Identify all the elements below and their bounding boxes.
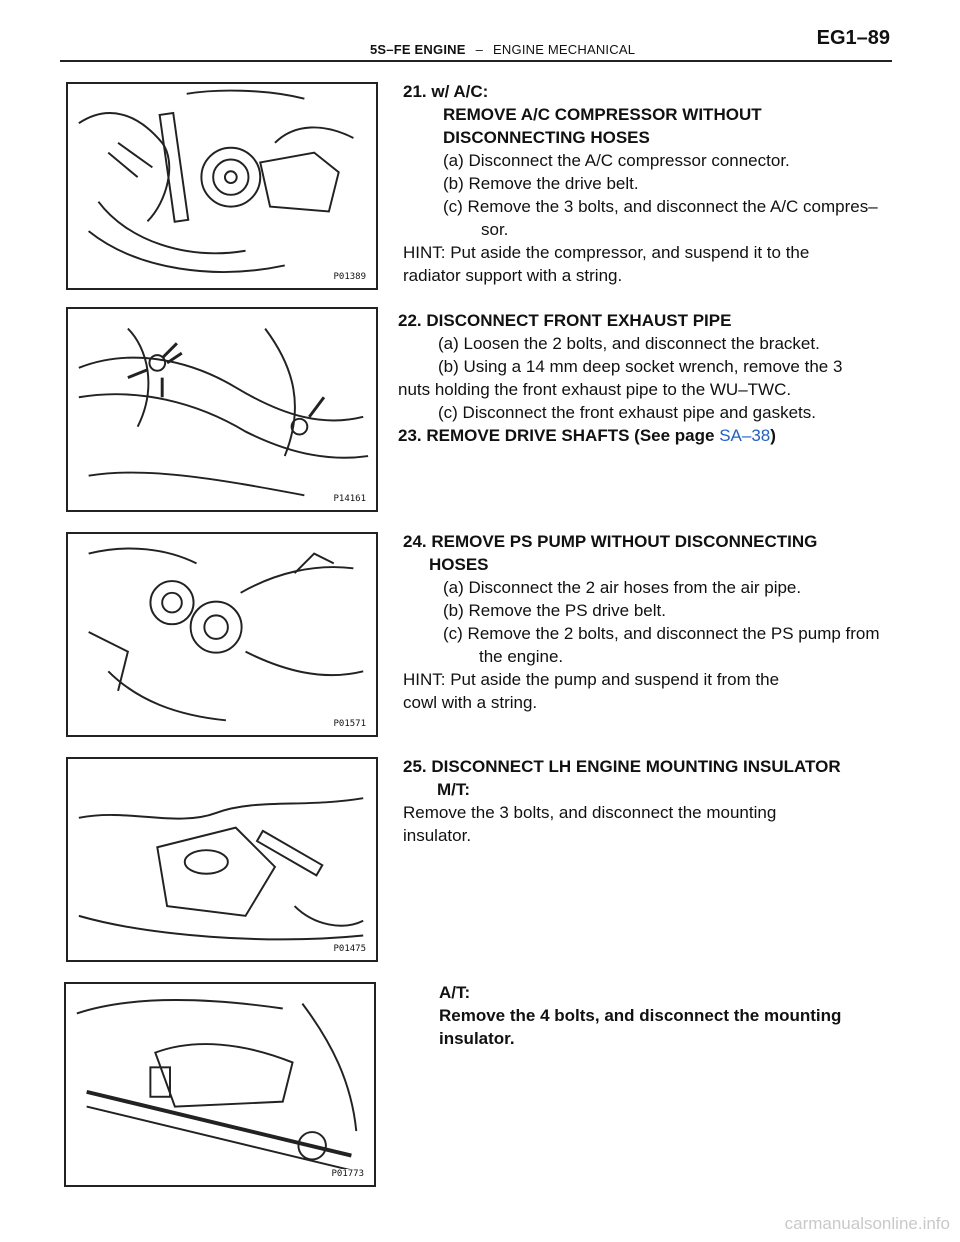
figure-code: P01475 — [331, 944, 368, 954]
figure-mounting-insulator-at: P01773 — [64, 982, 376, 1187]
figure-ps-pump: P01571 — [66, 532, 378, 737]
step-21-c-cont: sor. — [481, 220, 509, 239]
step-23-close: ) — [770, 426, 776, 445]
step-21-b: (b) Remove the drive belt. — [443, 174, 639, 193]
header-section: 5S–FE ENGINE — [370, 42, 466, 57]
step-24-b: (b) Remove the PS drive belt. — [443, 601, 666, 620]
figure-code: P01773 — [329, 1169, 366, 1179]
step-24-title: 24. REMOVE PS PUMP WITHOUT DISCONNECTING — [403, 532, 818, 551]
step-25-mt-label: M/T: — [437, 780, 471, 799]
step-21-hint-cont: radiator support with a string. — [403, 266, 623, 285]
step-22: 22. DISCONNECT FRONT EXHAUST PIPE (a) Lo… — [398, 309, 842, 447]
step-25-title: 25. DISCONNECT LH ENGINE MOUNTING INSULA… — [403, 757, 841, 776]
figure-exhaust-pipe: P14161 — [66, 307, 378, 512]
step-21-c: (c) Remove the 3 bolts, and disconnect t… — [443, 197, 878, 216]
step-22-a: (a) Loosen the 2 bolts, and disconnect t… — [438, 334, 820, 353]
figure-ac-compressor: P01389 — [66, 82, 378, 290]
header-separator: – — [475, 42, 484, 57]
step-25-at-text-cont: insulator. — [439, 1029, 515, 1048]
step-21-title: 21. w/ A/C: — [403, 82, 489, 101]
step-25-at-text: Remove the 4 bolts, and disconnect the m… — [439, 1006, 842, 1025]
step-25: 25. DISCONNECT LH ENGINE MOUNTING INSULA… — [403, 755, 841, 847]
step-25-at-label: A/T: — [439, 983, 471, 1002]
header-subsection: ENGINE MECHANICAL — [493, 42, 636, 57]
step-21-subtitle-2: DISCONNECTING HOSES — [443, 128, 650, 147]
step-24-title-cont: HOSES — [429, 555, 489, 574]
step-24-hint-cont: cowl with a string. — [403, 693, 538, 712]
page-link-sa38[interactable]: SA–38 — [719, 426, 771, 445]
running-header: 5S–FE ENGINE–ENGINE MECHANICAL — [370, 42, 635, 57]
step-25-mt-text: Remove the 3 bolts, and disconnect the m… — [403, 803, 777, 822]
step-22-c: (c) Disconnect the front exhaust pipe an… — [438, 403, 816, 422]
step-24-a: (a) Disconnect the 2 air hoses from the … — [443, 578, 802, 597]
step-21: 21. w/ A/C: REMOVE A/C COMPRESSOR WITHOU… — [403, 80, 878, 287]
step-24-c-cont: the engine. — [479, 647, 564, 666]
watermark: carmanualsonline.info — [784, 1214, 950, 1233]
step-22-b-cont: nuts holding the front exhaust pipe to t… — [398, 380, 792, 399]
step-23-title: 23. REMOVE DRIVE SHAFTS (See page SA–38) — [398, 424, 842, 447]
step-25-at: A/T: Remove the 4 bolts, and disconnect … — [439, 981, 841, 1050]
page-number: EG1–89 — [816, 27, 890, 49]
step-21-hint: HINT: Put aside the compressor, and susp… — [403, 243, 810, 262]
figure-code: P01389 — [331, 272, 368, 282]
figure-code: P14161 — [331, 494, 368, 504]
step-21-a: (a) Disconnect the A/C compressor connec… — [443, 151, 790, 170]
step-25-mt-text-cont: insulator. — [403, 826, 472, 845]
step-24-c: (c) Remove the 2 bolts, and disconnect t… — [443, 624, 880, 643]
step-22-title: 22. DISCONNECT FRONT EXHAUST PIPE — [398, 311, 732, 330]
step-23-label: 23. REMOVE DRIVE SHAFTS (See page — [398, 426, 720, 445]
step-24: 24. REMOVE PS PUMP WITHOUT DISCONNECTING… — [403, 530, 880, 714]
figure-code: P01571 — [331, 719, 368, 729]
header-rule — [60, 60, 892, 62]
step-21-subtitle-1: REMOVE A/C COMPRESSOR WITHOUT — [443, 105, 762, 124]
step-22-b: (b) Using a 14 mm deep socket wrench, re… — [438, 357, 843, 376]
step-24-hint: HINT: Put aside the pump and suspend it … — [403, 670, 780, 689]
figure-mounting-insulator-mt: P01475 — [66, 757, 378, 962]
